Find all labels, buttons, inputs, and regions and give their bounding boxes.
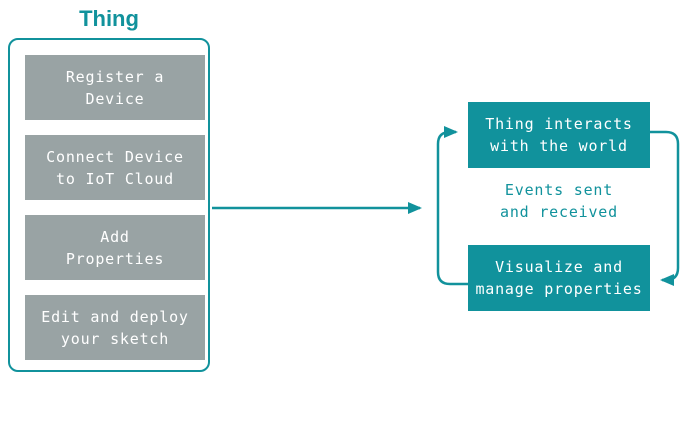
cycle-arrow-right-icon bbox=[650, 130, 680, 286]
step-register-device: Register a Device bbox=[25, 55, 205, 120]
cycle-box-thing-interacts: Thing interacts with the world bbox=[468, 102, 650, 168]
step-edit-deploy-sketch: Edit and deploy your sketch bbox=[25, 295, 205, 360]
cycle-arrow-left-icon bbox=[436, 126, 468, 286]
thing-container-box: Register a Device Connect Device to IoT … bbox=[8, 38, 210, 372]
diagram-title: Thing bbox=[79, 6, 139, 31]
step-add-properties: Add Properties bbox=[25, 215, 205, 280]
cycle-label-events: Events sent and received bbox=[500, 181, 618, 221]
step-connect-device: Connect Device to IoT Cloud bbox=[25, 135, 205, 200]
cycle-box-visualize-manage: Visualize and manage properties bbox=[468, 245, 650, 311]
